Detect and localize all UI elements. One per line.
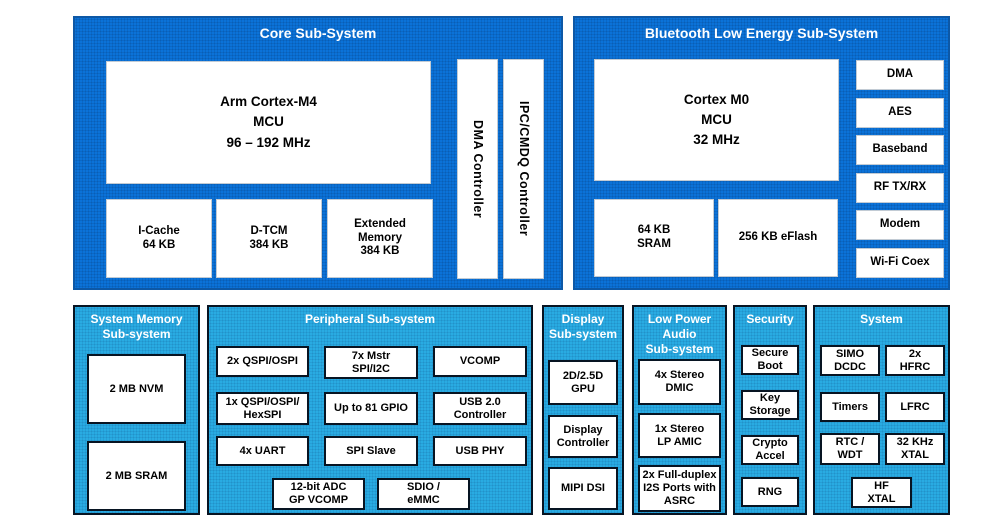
block-lfrc: LFRC [885,392,945,422]
block-2x-full-duplex-i2s: 2x Full-duplex I2S Ports with ASRC [638,465,721,512]
block-hf-xtal: HF XTAL [851,477,912,508]
block-sdio-emmc: SDIO / eMMC [377,478,470,510]
block-rtc-wdt: RTC / WDT [820,433,880,465]
block-12bit-adc-gp-vcomp: 12-bit ADC GP VCOMP [272,478,365,510]
low-power-audio-subsystem-panel: Low Power Audio Sub-system 4x Stereo DMI… [632,305,727,515]
block-mipi-dsi: MIPI DSI [548,467,618,510]
peripheral-subsystem-panel: Peripheral Sub-system 2x QSPI/OSPI 7x Ms… [207,305,533,515]
core-subsystem-title: Core Sub-System [259,25,377,41]
block-usb-2-controller: USB 2.0 Controller [433,392,527,425]
security-subsystem-panel: Security Secure Boot Key Storage Crypto … [733,305,807,515]
display-subsystem-panel: Display Sub-system 2D/2.5D GPU Display C… [542,305,624,515]
block-up-to-81-gpio: Up to 81 GPIO [324,392,418,425]
block-wifi-coex: Wi-Fi Coex [856,248,944,278]
block-crypto-accel: Crypto Accel [741,435,799,465]
block-simo-dcdc: SIMO DCDC [820,345,880,376]
block-arm-cortex-m4-mcu: Arm Cortex-M4 MCU 96 – 192 MHz [106,61,431,184]
block-vcomp: VCOMP [433,346,527,377]
low-power-audio-subsystem-title: Low Power Audio Sub-system [645,312,714,356]
block-1x-stereo-lp-amic: 1x Stereo LP AMIC [638,413,721,458]
block-32khz-xtal: 32 KHz XTAL [885,433,945,465]
security-subsystem-title: Security [746,312,794,326]
system-subsystem-panel: System SIMO DCDC 2x HFRC Timers LFRC RTC… [813,305,950,515]
block-2mb-sram: 2 MB SRAM [87,441,186,511]
block-1x-qspi-ospi-hexspi: 1x QSPI/OSPI/ HexSPI [216,392,309,425]
block-modem: Modem [856,210,944,240]
block-2x-hfrc: 2x HFRC [885,345,945,376]
block-d-tcm: D-TCM 384 KB [216,199,322,278]
block-timers: Timers [820,392,880,422]
block-baseband: Baseband [856,135,944,165]
block-7x-mstr-spi-i2c: 7x Mstr SPI/I2C [324,346,418,379]
block-256kb-eflash: 256 KB eFlash [718,199,838,277]
display-subsystem-title: Display Sub-system [548,312,618,341]
block-4x-stereo-dmic: 4x Stereo DMIC [638,359,721,405]
system-memory-subsystem-panel: System Memory Sub-system 2 MB NVM 2 MB S… [73,305,200,515]
block-ipc-cmdq-controller: IPC/CMDQ Controller [503,59,544,279]
block-key-storage: Key Storage [741,390,799,420]
block-cortex-m0-mcu: Cortex M0 MCU 32 MHz [594,59,839,181]
block-rf-tx-rx: RF TX/RX [856,173,944,203]
block-i-cache: I-Cache 64 KB [106,199,212,278]
block-dma-controller: DMA Controller [457,59,498,279]
block-secure-boot: Secure Boot [741,345,799,375]
block-display-controller: Display Controller [548,415,618,458]
core-subsystem-panel: Core Sub-System Arm Cortex-M4 MCU 96 – 1… [73,16,563,290]
ble-subsystem-title: Bluetooth Low Energy Sub-System [644,25,879,41]
block-2mb-nvm: 2 MB NVM [87,354,186,424]
block-usb-phy: USB PHY [433,436,527,466]
block-2x-qspi-ospi: 2x QSPI/OSPI [216,346,309,377]
block-4x-uart: 4x UART [216,436,309,466]
ble-subsystem-panel: Bluetooth Low Energy Sub-System Cortex M… [573,16,950,290]
block-dma: DMA [856,60,944,90]
block-aes: AES [856,98,944,128]
block-64kb-sram: 64 KB SRAM [594,199,714,277]
block-2d-gpu: 2D/2.5D GPU [548,360,618,405]
system-subsystem-title: System [860,312,903,326]
block-rng: RNG [741,477,799,507]
system-memory-subsystem-title: System Memory Sub-system [90,312,183,341]
block-extended-memory: Extended Memory 384 KB [327,199,433,278]
peripheral-subsystem-title: Peripheral Sub-system [304,312,436,326]
block-spi-slave: SPI Slave [324,436,418,466]
